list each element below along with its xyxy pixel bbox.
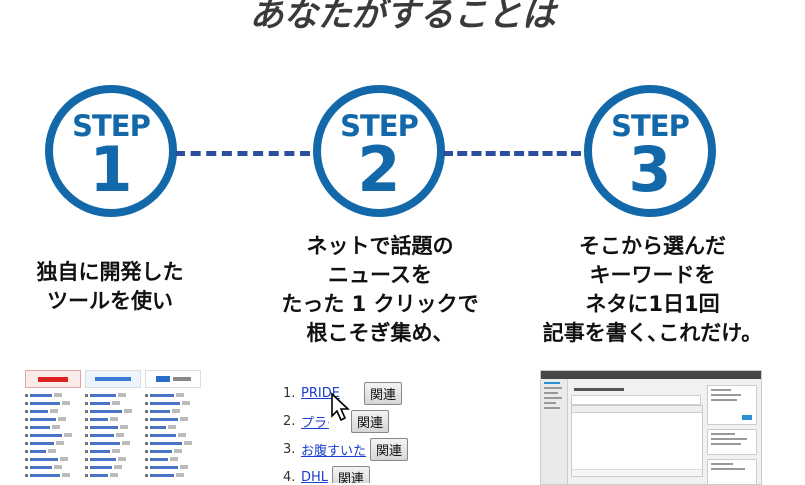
related-button[interactable]: 関連 [332,466,371,483]
step-3-circle: STEP 3 [584,85,716,217]
list-number: 3. [283,442,296,457]
editor-area [571,405,703,477]
step-1-line-2: ツールを使い [47,289,173,313]
editor-header [571,385,701,484]
admin-sidebar [541,379,568,484]
page-title: あなたがすることは [249,0,556,35]
step-3-label: STEP [611,109,690,143]
related-button[interactable]: 関連 [351,410,390,433]
step-3-line-3: ネタに1日1回 [585,292,720,316]
step-1-circle: STEP 1 [45,85,177,217]
related-button[interactable]: 関連 [370,438,409,461]
keyword-link[interactable]: プライド [301,416,329,431]
tool-column-header-1 [25,370,81,388]
list-item: 3. お腹すいた 関連 [283,438,409,461]
list-item: 2. プライド 関連 [283,410,390,433]
step-2-description: ネットで話題の ニュースを たった 1 クリックで 根こそぎ集め、 [270,232,490,348]
connector-2-3 [443,151,581,156]
step-1-line-1: 独自に開発した [36,260,184,284]
step-2-circle: STEP 2 [313,85,445,217]
step-3-line-4: 記事を書く､これだけ。 [542,321,763,345]
step-2-line-2: ニュースを [328,263,432,287]
step-1-number: 1 [89,133,133,206]
step-2-number: 2 [357,133,401,206]
step-3-number: 3 [628,133,672,206]
step-1-description: 独自に開発した ツールを使い [10,258,210,316]
admin-bar [541,371,761,379]
step-3-description: そこから選んだ キーワードを ネタに1日1回 記事を書く､これだけ。 [530,232,775,348]
keyword-link[interactable]: お腹すいた [301,444,367,459]
step-2-line-3: たった 1 クリックで [281,292,479,316]
keyword-link[interactable]: PRIDE [301,386,340,401]
mouse-cursor-icon [331,392,351,422]
tool-column-header-3 [145,370,201,388]
step-3-line-1: そこから選んだ [579,234,726,258]
list-number: 4. [283,470,296,483]
related-button[interactable]: 関連 [363,382,402,405]
tool-screenshot [25,370,201,483]
step-2-line-1: ネットで話題の [306,234,454,258]
step-1-label: STEP [72,109,151,143]
publish-panel [707,385,757,484]
list-item: 4. DHL 関連 [283,466,371,483]
connector-1-2 [175,151,310,156]
keyword-link[interactable]: DHL [301,470,329,483]
list-number: 1. [283,386,296,401]
blog-editor-screenshot [540,370,762,485]
step-2-label: STEP [340,109,419,143]
list-item: 1. PRIDE 関連 [283,382,402,405]
step-2-line-4: 根こそぎ集め、 [306,321,454,345]
step-3-line-2: キーワードを [589,263,716,287]
tool-column-header-2 [85,370,141,388]
list-number: 2. [283,414,296,429]
keyword-list: 1. PRIDE 関連 2. プライド 関連 3. お腹すいた 関連 4. DH… [283,378,433,483]
